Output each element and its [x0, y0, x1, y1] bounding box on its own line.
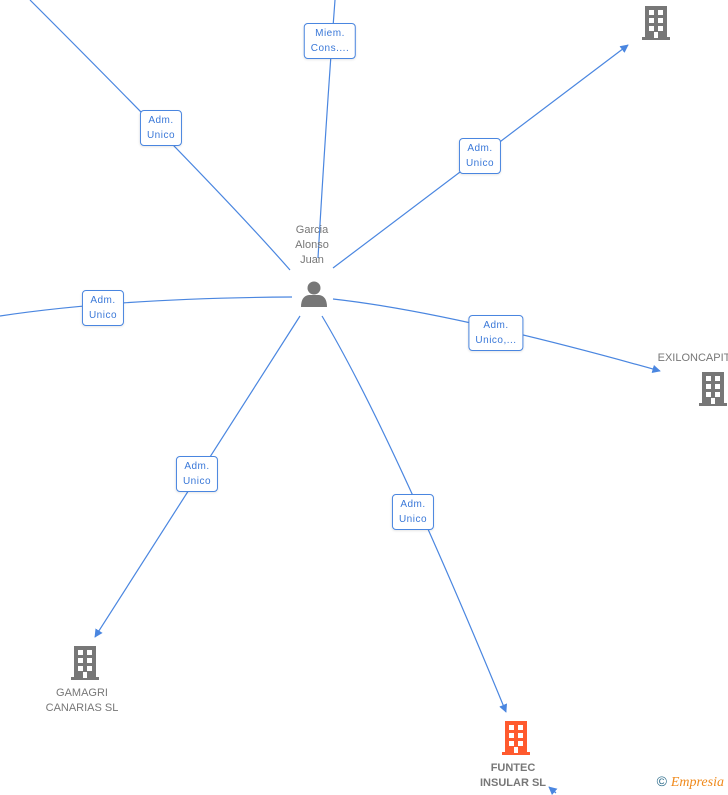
- edge-label[interactable]: Adm. Unico: [391, 494, 435, 530]
- name-line: EXILONCAPIT: [657, 352, 728, 364]
- company-name-exiloncapit[interactable]: EXILONCAPIT: [658, 351, 728, 366]
- role-text: Adm.: [467, 143, 493, 154]
- name-line: Juan: [300, 254, 324, 266]
- role-text: Unico: [182, 476, 212, 487]
- role-text: Adm.: [400, 499, 426, 510]
- role-text: Adm.: [184, 461, 210, 472]
- company-name-gamagri[interactable]: GAMAGRI CANARIAS SL: [46, 686, 119, 716]
- edge-label[interactable]: Adm. Unico: [81, 290, 125, 326]
- name-line: Alonso: [295, 239, 329, 251]
- role-text: Adm.: [483, 320, 509, 331]
- company-name-funtec[interactable]: FUNTEC INSULAR SL: [480, 761, 546, 791]
- name-line: GAMAGRI: [56, 687, 108, 699]
- role-text: Unico: [398, 514, 428, 525]
- edge-line-bottom[interactable]: [548, 786, 558, 795]
- role-text: Miem.: [315, 28, 345, 39]
- edge-line-funtec[interactable]: [321, 315, 508, 713]
- role-text: Adm.: [148, 115, 174, 126]
- edge-label[interactable]: Adm. Unico,...: [468, 315, 524, 351]
- role-text: Adm.: [90, 295, 116, 306]
- person-icon[interactable]: [300, 279, 330, 309]
- role-text: Cons....: [310, 43, 350, 54]
- role-text: Unico: [88, 310, 118, 321]
- building-icon[interactable]: [697, 372, 728, 406]
- edge-label[interactable]: Adm. Unico: [175, 456, 219, 492]
- name-line: Garcia: [295, 224, 329, 236]
- copyright-symbol: ©: [656, 773, 667, 789]
- building-icon-highlighted[interactable]: [500, 721, 532, 755]
- edge-label[interactable]: Miem. Cons....: [303, 23, 357, 59]
- edge-label[interactable]: Adm. Unico: [139, 110, 183, 146]
- brand-logo-text: Empresia: [670, 775, 724, 790]
- name-line: CANARIAS SL: [45, 702, 119, 714]
- person-name[interactable]: Garcia Alonso Juan: [295, 223, 329, 268]
- role-text: Unico: [465, 158, 495, 169]
- edge-label[interactable]: Adm. Unico: [458, 138, 502, 174]
- role-text: Unico,...: [475, 335, 517, 346]
- building-icon[interactable]: [640, 6, 672, 40]
- name-line: FUNTEC: [490, 762, 536, 774]
- building-icon[interactable]: [69, 646, 101, 680]
- edge-line-topleft[interactable]: [29, 0, 291, 271]
- role-text: Unico: [146, 130, 176, 141]
- name-line: INSULAR SL: [480, 777, 546, 789]
- empresia-watermark: © Empresia: [657, 773, 724, 791]
- edge-line-left[interactable]: [0, 296, 293, 317]
